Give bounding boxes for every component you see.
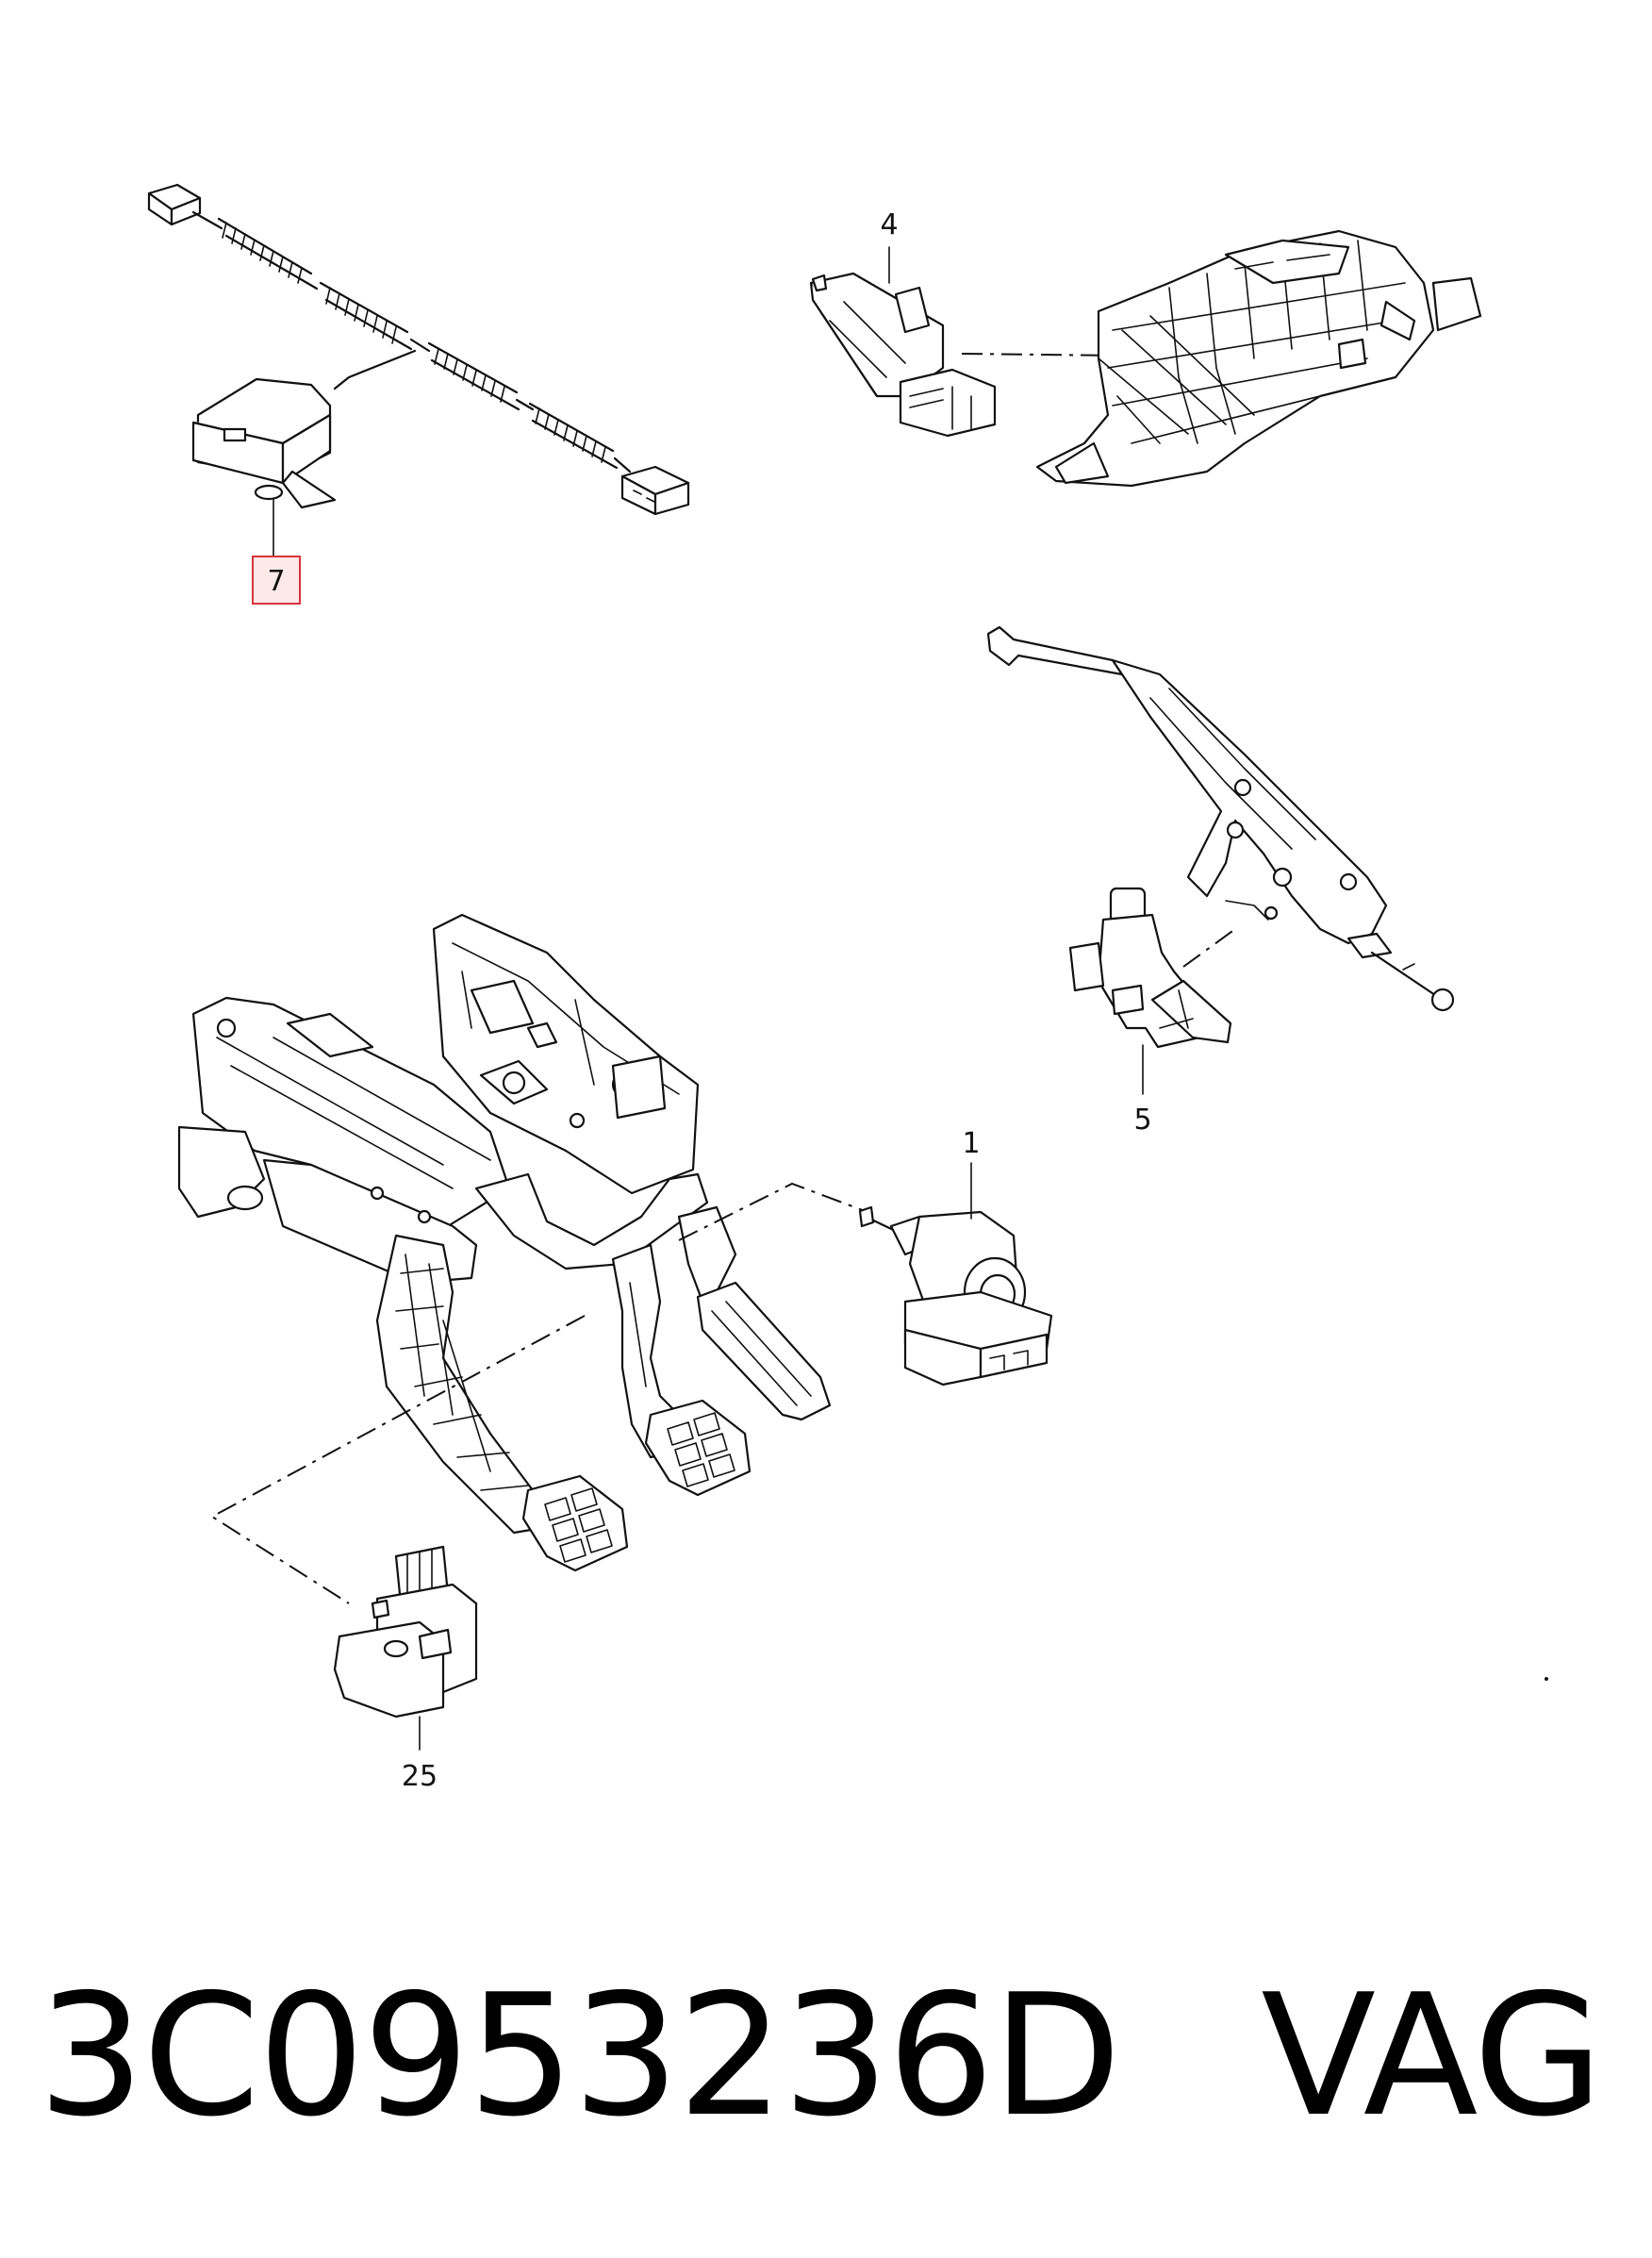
wiring-harness [147, 183, 690, 516]
callout-1-label: 1 [962, 1127, 980, 1160]
leader-1 [678, 1182, 868, 1241]
callout-5-label: 5 [1133, 1104, 1151, 1137]
handbrake-switch-5 [1068, 887, 1232, 1049]
brake-light-switch-1 [858, 1205, 1053, 1386]
callout-25-label: 25 [402, 1760, 438, 1793]
callout-7-label: 7 [267, 565, 285, 598]
callout-7[interactable]: 7 [252, 497, 301, 605]
clutch-switch-25 [333, 1545, 478, 1718]
leader-5 [1182, 928, 1236, 968]
callout-4-label: 4 [880, 208, 898, 241]
callout-4[interactable]: 4 [880, 208, 899, 284]
part-number: 3C0953236D [38, 1958, 1121, 2153]
brand-name: VAG [1261, 1958, 1603, 2153]
gear-shift-housing [1035, 229, 1482, 488]
pedal-box [177, 913, 832, 1572]
callout-1[interactable]: 1 [962, 1127, 981, 1220]
bracket-switch-4 [809, 272, 997, 438]
leader-25 [210, 1315, 586, 1604]
handbrake-lever [986, 625, 1455, 1012]
scan-speck [1545, 1677, 1548, 1681]
callout-5[interactable]: 5 [1133, 1044, 1152, 1137]
callout-25[interactable]: 25 [402, 1716, 438, 1793]
switch-housing [191, 377, 337, 509]
